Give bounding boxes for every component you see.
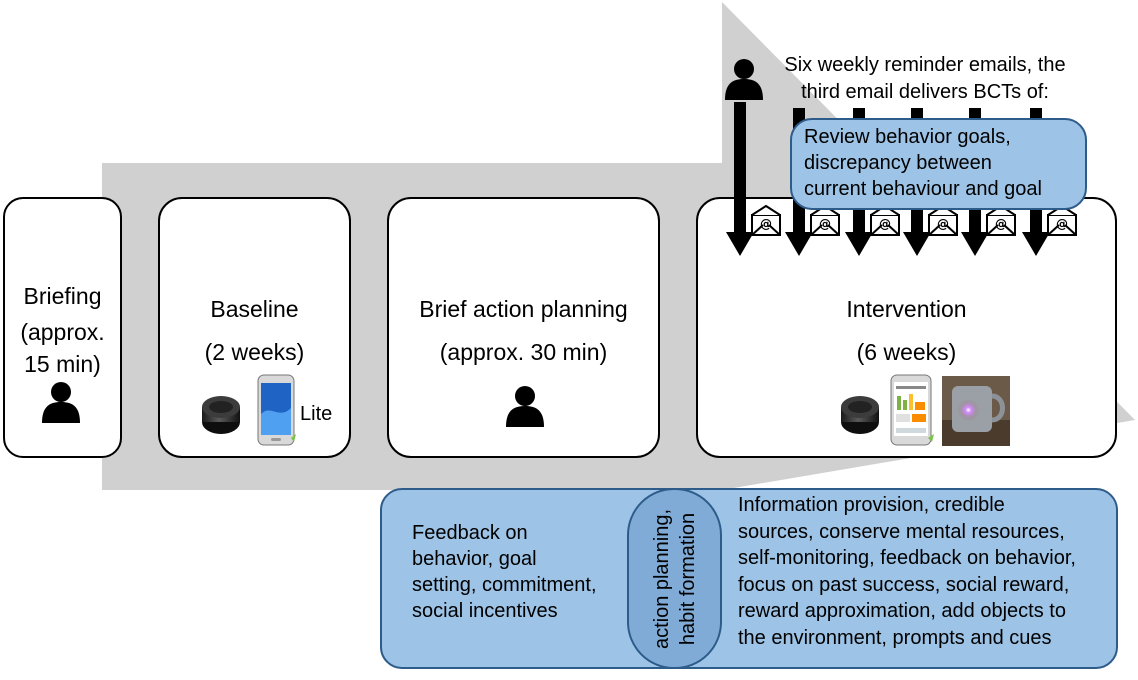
smart-mug-photo <box>942 376 1010 446</box>
email-envelope-icon: @ <box>751 204 781 236</box>
bct-baseline-list: Feedback on behavior, goal setting, comm… <box>412 520 597 624</box>
email-arrow <box>726 102 754 256</box>
phase-intervention-duration: (6 weeks) <box>856 339 957 365</box>
wearable-tracker-icon <box>202 396 240 434</box>
third-email-bct-line-3: current behaviour and goal <box>804 178 1042 200</box>
person-icon <box>42 382 80 423</box>
phase-briefing-duration-2: 15 min) <box>24 351 101 377</box>
bct-intervention-line-6: the environment, prompts and cues <box>738 626 1052 649</box>
email-at-symbol: @ <box>879 217 891 231</box>
phase-bap-title: Brief action planning <box>419 296 628 322</box>
smartphone-icon <box>257 374 296 446</box>
phase-intervention: Intervention (6 weeks) <box>696 197 1117 458</box>
bct-intervention-line-1: Information provision, credible <box>738 494 1005 516</box>
bct-baseline-line-1: Feedback on <box>412 522 528 544</box>
bct-bap-line-2: habit formation <box>676 512 699 645</box>
third-email-bct-box: Review behavior goals, discrepancy betwe… <box>790 118 1087 210</box>
emails-caption-line-1: Six weekly reminder emails, the <box>784 54 1066 76</box>
phase-brief-action-planning: Brief action planning (approx. 30 min) <box>387 197 660 458</box>
email-at-symbol: @ <box>819 217 831 231</box>
bct-intervention-list: Information provision, credible sources,… <box>738 492 1076 652</box>
third-email-bct-line-2: discrepancy between <box>804 152 992 174</box>
bct-intervention-line-4: focus on past success, social reward, <box>738 573 1070 596</box>
phase-briefing-title: Briefing <box>23 283 102 309</box>
email-envelope-icon: @ <box>986 204 1016 236</box>
phase-baseline: Baseline (2 weeks) Lite <box>158 197 351 458</box>
bct-bap-pill: action planning, habit formation <box>627 488 722 669</box>
emails-caption-line-2: third email delivers BCTs of: <box>801 80 1049 103</box>
bct-baseline-line-2: behavior, goal <box>412 548 537 570</box>
bct-intervention-line-5: reward approximation, add objects to <box>738 600 1066 623</box>
email-envelope-icon: @ <box>1047 204 1077 236</box>
third-email-bct-line-1: Review behavior goals, <box>804 126 1011 148</box>
phase-baseline-title: Baseline <box>210 296 299 322</box>
device-label-lite: Lite <box>300 403 333 425</box>
bct-bap-line-1: action planning, <box>650 508 673 649</box>
person-icon <box>506 386 544 427</box>
email-at-symbol: @ <box>995 217 1007 231</box>
phase-intervention-title: Intervention <box>846 296 967 322</box>
email-envelope-icon: @ <box>870 204 900 236</box>
bct-baseline-line-4: social incentives <box>412 600 558 622</box>
bct-intervention-line-3: self-monitoring, feedback on behavior, <box>738 547 1076 570</box>
email-at-symbol: @ <box>937 217 949 231</box>
person-icon <box>725 59 763 100</box>
phase-baseline-duration: (2 weeks) <box>204 339 305 365</box>
email-envelope-icon: @ <box>928 204 958 236</box>
bct-bap-text: action planning, habit formation <box>649 508 701 648</box>
email-at-symbol: @ <box>760 217 772 231</box>
email-envelope-icon: @ <box>810 204 840 236</box>
phase-bap-duration: (approx. 30 min) <box>439 339 608 365</box>
bct-banner: Feedback on behavior, goal setting, comm… <box>380 488 1118 669</box>
bct-baseline-line-3: setting, commitment, <box>412 574 597 596</box>
phase-briefing-duration-1: (approx. <box>20 319 105 345</box>
smartphone-app-icon <box>890 374 934 446</box>
bct-intervention-line-2: sources, conserve mental resources, <box>738 520 1065 543</box>
email-at-symbol: @ <box>1056 217 1068 231</box>
phase-briefing: Briefing (approx. 15 min) <box>3 197 122 458</box>
emails-caption: Six weekly reminder emails, the third em… <box>765 52 1085 105</box>
wearable-tracker-icon <box>841 396 879 434</box>
